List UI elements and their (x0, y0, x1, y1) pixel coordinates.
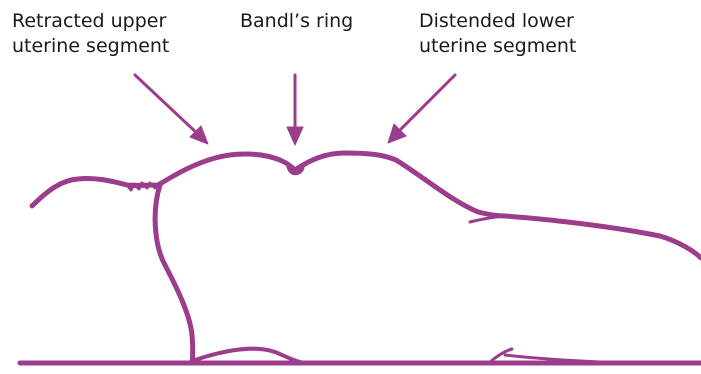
lower-segment-outline (292, 150, 701, 261)
arrow-lower-segment (387, 73, 457, 144)
arrow-upper-segment (133, 73, 209, 145)
bottom-hump (193, 346, 302, 364)
label-lower-line1: Distended lower (419, 10, 574, 32)
lower-segment-fold (468, 214, 507, 224)
bandls-ring-notch (286, 164, 305, 176)
arrow-bandls-ring (286, 73, 304, 146)
label-bandl-line1: Bandl’s ring (240, 10, 354, 32)
label-upper-line2: uterine segment (12, 35, 170, 57)
label-upper-line1: Retracted upper (12, 10, 167, 32)
label-bandls-ring: Bandl’s ring (240, 9, 353, 34)
label-lower-segment: Distended lower uterine segment (419, 9, 576, 59)
label-upper-segment: Retracted upper uterine segment (12, 9, 169, 59)
label-lower-line2: uterine segment (419, 35, 577, 57)
upper-segment-folds (125, 181, 160, 192)
baseline-notch (488, 347, 602, 364)
inner-wall (152, 182, 196, 365)
upper-segment-outline (29, 151, 298, 209)
